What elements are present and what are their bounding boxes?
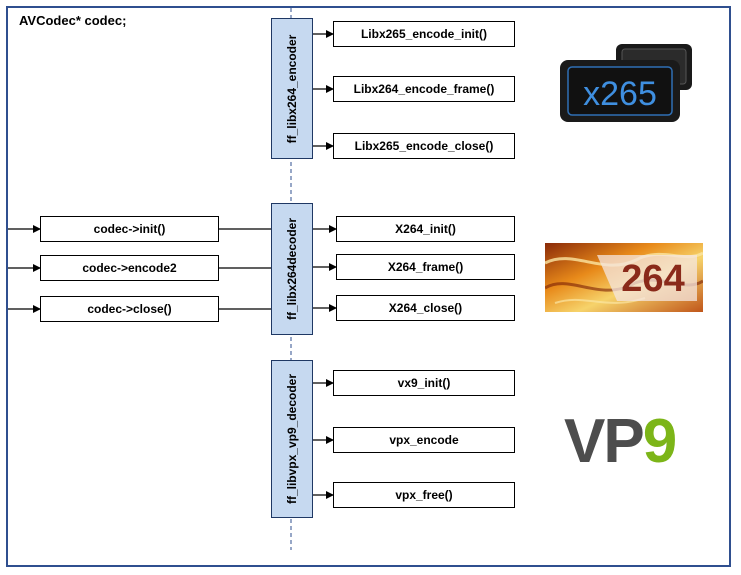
function-box: Libx265_encode_init() <box>333 21 515 47</box>
function-box: vpx_free() <box>333 482 515 508</box>
call-box-encode2: codec->encode2 <box>40 255 219 281</box>
function-box: vx9_init() <box>333 370 515 396</box>
function-box: Libx265_encode_close() <box>333 133 515 159</box>
group-bar-libvpx-vp9-decoder: ff_libvpx_vp9_decoder <box>271 360 313 518</box>
vp9-logo: VP9 <box>564 407 678 472</box>
group-label: ff_libx264_encoder <box>285 34 299 143</box>
x265-logo-text: x265 <box>583 75 657 113</box>
function-box: X264_frame() <box>336 254 515 280</box>
x264-logo: 264 <box>545 243 703 312</box>
x265-logo: x265 <box>560 44 692 122</box>
call-box-close: codec->close() <box>40 296 219 322</box>
function-box: vpx_encode <box>333 427 515 453</box>
function-box: X264_init() <box>336 216 515 242</box>
group-bar-libx264decoder: ff_libx264decoder <box>271 203 313 335</box>
call-box-init: codec->init() <box>40 216 219 242</box>
group-label: ff_libvpx_vp9_decoder <box>285 373 299 505</box>
function-box: Libx264_encode_frame() <box>333 76 515 102</box>
function-box: X264_close() <box>336 295 515 321</box>
x264-logo-text: 264 <box>621 258 684 300</box>
diagram-title: AVCodec* codec; <box>19 13 127 28</box>
vp9-logo-text: VP9 <box>564 407 676 472</box>
group-label: ff_libx264decoder <box>285 217 299 321</box>
group-bar-libx264-encoder: ff_libx264_encoder <box>271 18 313 159</box>
